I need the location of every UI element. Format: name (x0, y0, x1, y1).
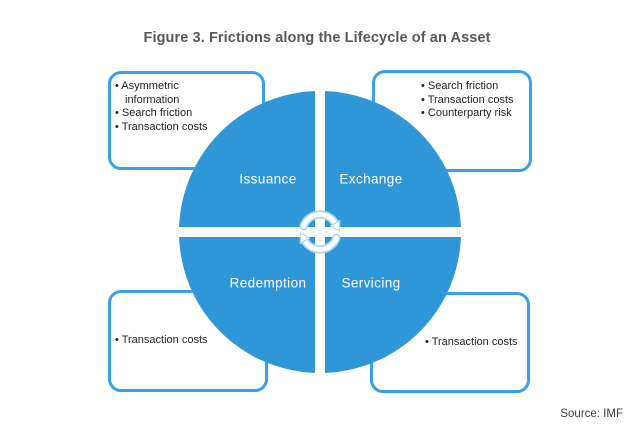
quadrant-label-servicing: Servicing (341, 275, 401, 291)
quadrant-exchange (325, 91, 461, 227)
figure-title: Figure 3. Frictions along the Lifecycle … (143, 30, 491, 46)
lifecycle-circle: Issuance Exchange Redemption Servicing (179, 91, 461, 373)
quadrant-label-issuance: Issuance (239, 171, 297, 187)
cycle-arrows-icon (299, 210, 341, 254)
bullet-item: • Search friction (115, 107, 193, 119)
quadrant-label-exchange: Exchange (339, 171, 403, 187)
quadrant-servicing (325, 237, 461, 373)
bullet-item: • Asymmetric information (115, 80, 180, 106)
bullet-item: • Search friction (421, 80, 499, 92)
quadrant-label-redemption: Redemption (229, 275, 307, 291)
source-credit: Source: IMF (560, 408, 623, 420)
quadrant-issuance (179, 91, 315, 227)
quadrant-redemption (179, 237, 315, 373)
